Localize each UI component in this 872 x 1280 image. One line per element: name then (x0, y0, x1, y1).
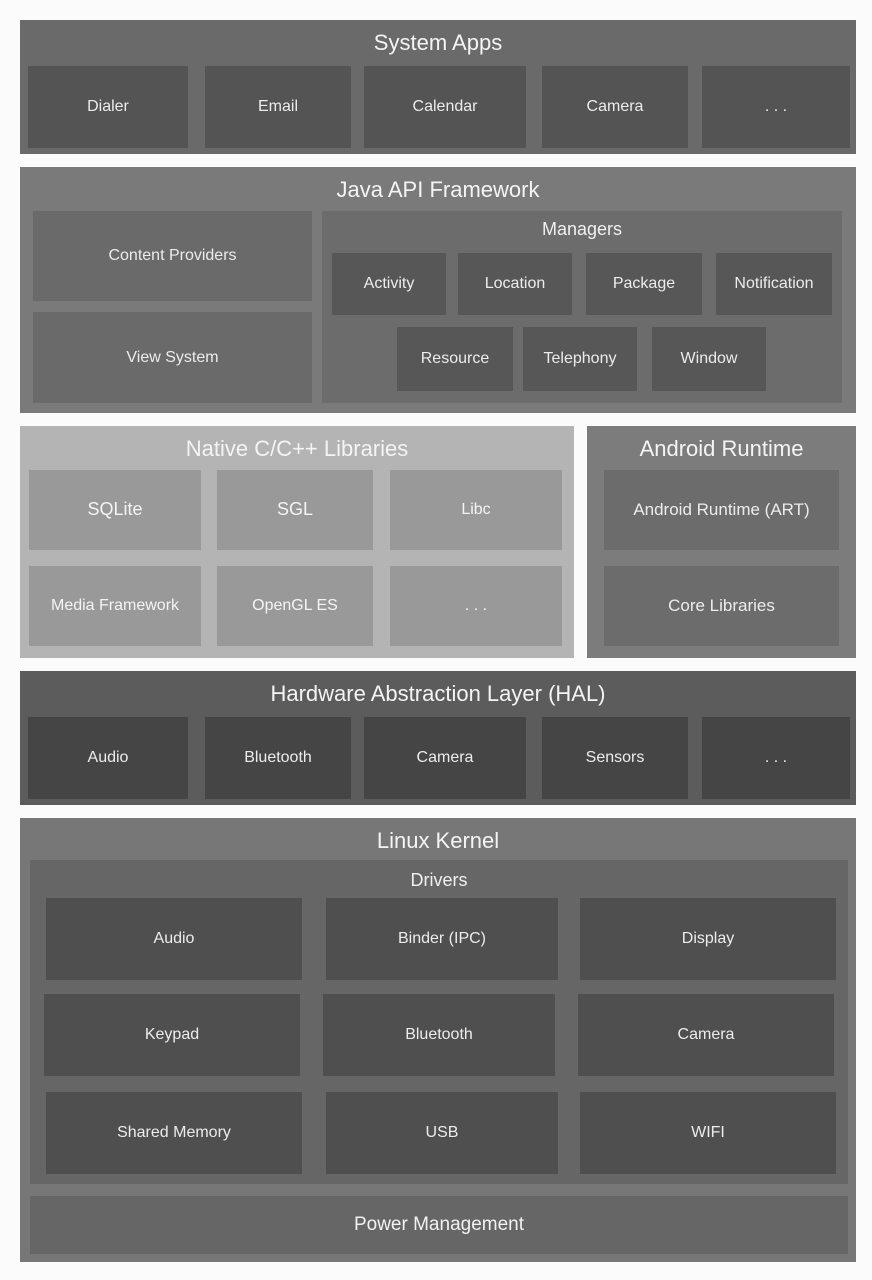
linux-kernel-layer: Linux Kernel Drivers Audio Binder (IPC) … (20, 818, 856, 1262)
power-management-box: Power Management (30, 1196, 848, 1254)
driver-usb: USB (326, 1092, 558, 1174)
hal-more: . . . (702, 717, 850, 799)
native-libraries-layer: Native C/C++ Libraries SQLite SGL Libc M… (20, 426, 574, 658)
android-runtime-art-box: Android Runtime (ART) (604, 470, 839, 550)
managers-group: Managers Activity Location Package Notif… (322, 211, 842, 403)
manager-notification: Notification (716, 253, 832, 315)
system-app-calendar: Calendar (364, 66, 526, 148)
hal-audio: Audio (28, 717, 188, 799)
manager-package: Package (586, 253, 702, 315)
core-libraries-box: Core Libraries (604, 566, 839, 646)
native-lib-media-framework: Media Framework (29, 566, 201, 646)
system-apps-layer: System Apps Dialer Email Calendar Camera… (20, 20, 856, 154)
android-runtime-layer: Android Runtime Android Runtime (ART) Co… (587, 426, 856, 658)
driver-bluetooth: Bluetooth (323, 994, 555, 1076)
hal-title: Hardware Abstraction Layer (HAL) (270, 681, 606, 706)
system-app-dialer: Dialer (28, 66, 188, 148)
java-api-framework-layer: Java API Framework Content Providers Vie… (20, 167, 856, 413)
drivers-title: Drivers (410, 870, 468, 890)
driver-shared-memory: Shared Memory (46, 1092, 302, 1174)
hal-sensors: Sensors (542, 717, 688, 799)
system-apps-title: System Apps (373, 30, 503, 55)
content-providers-box: Content Providers (33, 211, 312, 301)
native-libraries-title: Native C/C++ Libraries (185, 436, 409, 461)
manager-location: Location (458, 253, 572, 315)
java-api-framework-title: Java API Framework (336, 177, 540, 202)
driver-binder-ipc: Binder (IPC) (326, 898, 558, 980)
system-app-camera: Camera (542, 66, 688, 148)
hal-camera: Camera (364, 717, 526, 799)
manager-window: Window (652, 327, 766, 391)
system-app-more: . . . (702, 66, 850, 148)
driver-wifi: WIFI (580, 1092, 836, 1174)
native-lib-sgl: SGL (217, 470, 373, 550)
native-lib-sqlite: SQLite (29, 470, 201, 550)
driver-keypad: Keypad (44, 994, 300, 1076)
view-system-box: View System (33, 312, 312, 403)
driver-display: Display (580, 898, 836, 980)
native-lib-libc: Libc (390, 470, 562, 550)
linux-kernel-title: Linux Kernel (376, 828, 500, 853)
manager-resource: Resource (397, 327, 513, 391)
native-lib-more: . . . (390, 566, 562, 646)
android-runtime-title: Android Runtime (639, 436, 804, 461)
drivers-group: Drivers Audio Binder (IPC) Display Keypa… (30, 860, 848, 1184)
native-lib-opengl-es: OpenGL ES (217, 566, 373, 646)
hal-layer: Hardware Abstraction Layer (HAL) Audio B… (20, 671, 856, 805)
driver-camera: Camera (578, 994, 834, 1076)
managers-title: Managers (541, 219, 623, 239)
system-app-email: Email (205, 66, 351, 148)
manager-activity: Activity (332, 253, 446, 315)
hal-bluetooth: Bluetooth (205, 717, 351, 799)
manager-telephony: Telephony (523, 327, 637, 391)
driver-audio: Audio (46, 898, 302, 980)
